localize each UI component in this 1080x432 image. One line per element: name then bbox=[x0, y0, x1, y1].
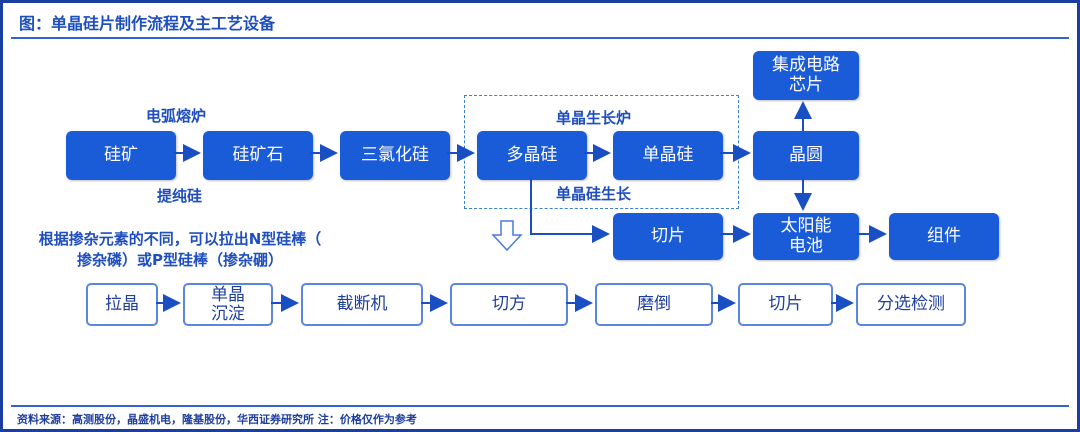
step-crystal-pulling: 拉晶 bbox=[86, 283, 158, 326]
figure-title: 图：单晶硅片制作流程及主工艺设备 bbox=[19, 14, 276, 33]
step-slicing: 切片 bbox=[738, 283, 833, 326]
node-trichlorosilane: 三氯化硅 bbox=[340, 131, 450, 180]
label-arc-furnace: 电弧熔炉 bbox=[146, 107, 207, 125]
node-solar-cell: 太阳能 电池 bbox=[753, 213, 859, 260]
step-squaring: 切方 bbox=[450, 283, 568, 326]
doping-note: 根据掺杂元素的不同，可以拉出N型硅棒（ 掺杂磷）或P型硅棒（掺杂硼） bbox=[38, 230, 322, 269]
node-quartz: 硅矿石 bbox=[203, 131, 313, 180]
node-ic-chip: 集成电路 芯片 bbox=[753, 51, 859, 100]
node-monosilicon: 单晶硅 bbox=[613, 131, 723, 180]
title-divider bbox=[11, 37, 1069, 39]
hollow-down-arrow-icon bbox=[491, 220, 523, 252]
node-silicon-ore: 硅矿 bbox=[66, 131, 176, 180]
source-footnote: 资料来源：高测股份，晶盛机电，隆基股份，华西证券研究所 注：价格仅作为参考 bbox=[17, 413, 417, 426]
node-slicing: 切片 bbox=[613, 213, 723, 260]
node-wafer: 晶圆 bbox=[753, 131, 859, 180]
label-purify: 提纯硅 bbox=[157, 187, 203, 205]
node-module: 组件 bbox=[889, 213, 999, 260]
step-sorting-inspection: 分选检测 bbox=[856, 283, 966, 326]
step-cut-off-machine: 截断机 bbox=[301, 283, 423, 326]
step-grinding-chamfer: 磨倒 bbox=[595, 283, 713, 326]
label-crystal-furnace: 单晶生长炉 bbox=[556, 109, 632, 127]
connector-arrows bbox=[156, 101, 887, 312]
node-polysilicon: 多晶硅 bbox=[477, 131, 587, 180]
footer-divider bbox=[11, 405, 1069, 407]
step-single-crystal-deposit: 单晶 沉淀 bbox=[183, 283, 273, 326]
arrow-polysilicon-to-slicing bbox=[530, 177, 610, 243]
label-crystal-growth: 单晶硅生长 bbox=[556, 185, 632, 203]
